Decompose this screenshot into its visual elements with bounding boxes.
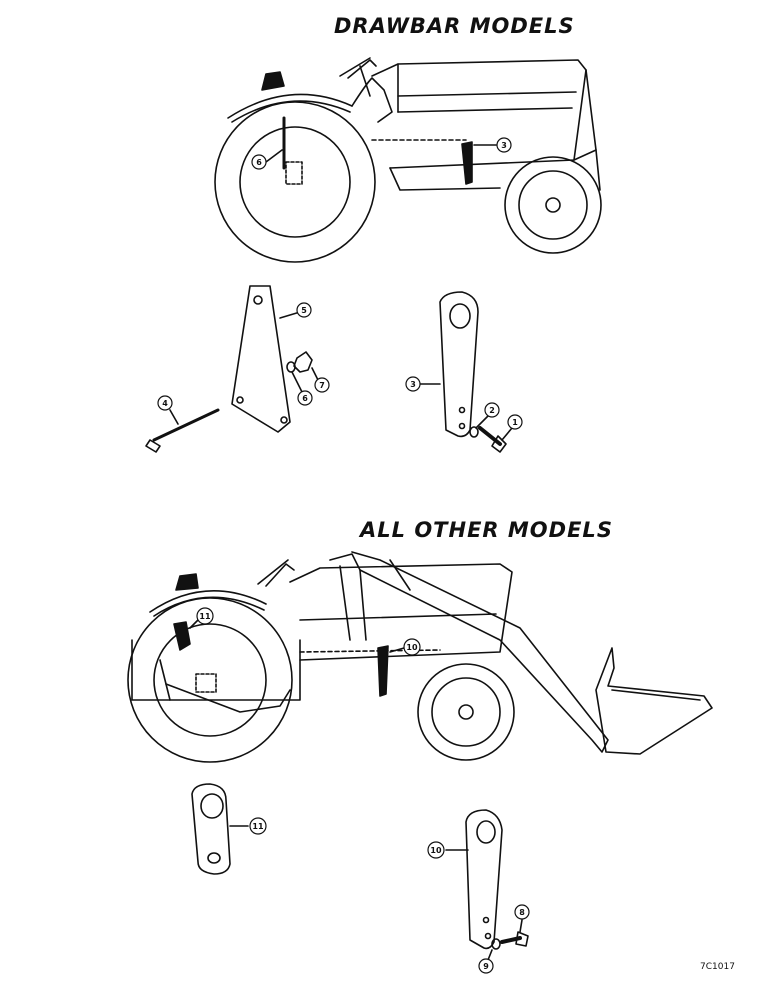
- svg-text:6: 6: [256, 158, 262, 167]
- bracket-11-installed: [173, 621, 191, 651]
- callout-3-top: 3: [496, 137, 512, 153]
- figure-code: 7C1017: [700, 962, 735, 972]
- bolt-1: [478, 426, 502, 446]
- tractor-loader: [127, 551, 713, 763]
- svg-text:6: 6: [302, 394, 308, 403]
- front-wheel: [504, 156, 602, 254]
- svg-text:11: 11: [199, 612, 211, 621]
- bucket: [595, 647, 713, 755]
- svg-text:3: 3: [410, 380, 416, 389]
- svg-text:4: 4: [162, 399, 168, 408]
- callout-8: 8: [514, 904, 530, 920]
- svg-text:2: 2: [489, 406, 495, 415]
- callout-10-tractor: 10: [403, 638, 421, 656]
- rear-wheel: [214, 101, 376, 263]
- title-drawbar-models: DRAWBAR MODELS: [334, 14, 575, 38]
- callout-6-top: 6: [251, 154, 267, 170]
- svg-text:8: 8: [519, 908, 525, 917]
- hood: [371, 59, 587, 169]
- callout-4: 4: [157, 395, 173, 411]
- svg-text:7: 7: [319, 381, 325, 390]
- loader-arm: [329, 551, 609, 753]
- washer-9: [491, 938, 501, 950]
- svg-text:1: 1: [512, 418, 518, 427]
- svg-text:11: 11: [252, 822, 264, 831]
- parts-loader: [191, 783, 529, 961]
- callout-1: 1: [507, 414, 523, 430]
- bracket-10-installed: [377, 645, 389, 697]
- callout-10-part: 10: [427, 841, 445, 859]
- callout-3-part: 3: [405, 376, 421, 392]
- svg-text:9: 9: [483, 962, 489, 971]
- steering-wheel: [339, 57, 377, 79]
- callout-11-part: 11: [249, 817, 267, 835]
- callout-9: 9: [478, 958, 494, 974]
- svg-text:10: 10: [430, 846, 442, 855]
- callout-11-tractor: 11: [196, 607, 214, 625]
- seat: [261, 71, 285, 91]
- callout-6-part: 6: [297, 390, 313, 406]
- front-wheel-loader: [417, 663, 515, 761]
- rear-wheel-rim: [239, 126, 351, 238]
- svg-text:10: 10: [406, 643, 418, 652]
- washer-2: [469, 426, 479, 438]
- bracket-11: [191, 783, 231, 875]
- callout-2: 2: [484, 402, 500, 418]
- nut-7: [293, 351, 313, 373]
- parts-drawbar: [145, 285, 513, 453]
- callout-7: 7: [314, 377, 330, 393]
- washer-6: [286, 361, 296, 373]
- bracket-10: [465, 809, 503, 950]
- svg-text:3: 3: [501, 141, 507, 150]
- callout-5: 5: [296, 302, 312, 318]
- tractor-drawbar: [214, 57, 602, 263]
- bracket-3: [439, 291, 479, 438]
- svg-text:5: 5: [301, 306, 307, 315]
- bracket-3-installed: [461, 141, 473, 185]
- plate-5: [231, 285, 291, 433]
- bolt-4: [152, 408, 220, 442]
- title-all-other-models: ALL OTHER MODELS: [360, 518, 613, 542]
